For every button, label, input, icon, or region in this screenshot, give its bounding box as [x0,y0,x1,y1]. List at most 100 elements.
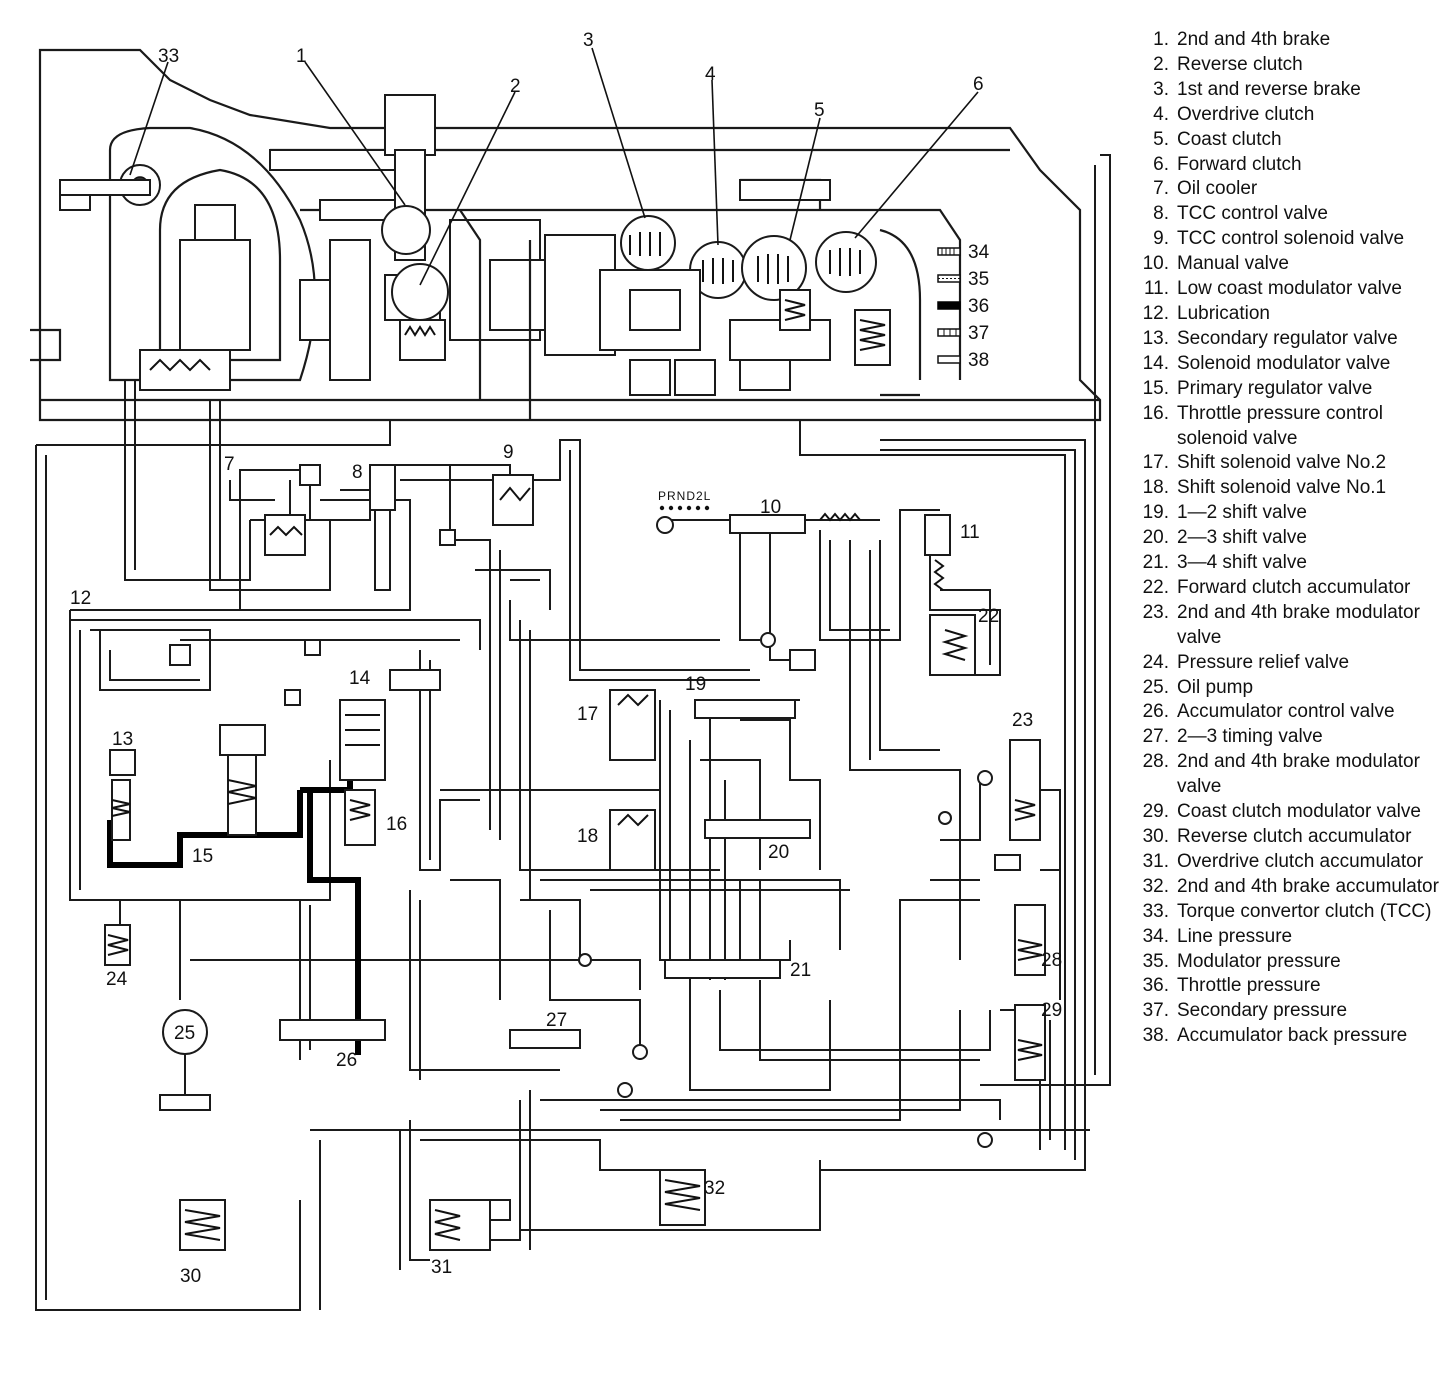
legend-number: 1. [1153,29,1169,50]
valves [104,464,1046,1251]
legend-item: 10.Manual valve [1125,252,1450,277]
legend-text: 2nd and 4th brake accumulator [1177,875,1439,897]
legend-item: 35.Modulator pressure [1125,950,1450,975]
legend-text: Throttle pressure control solenoid valve [1177,402,1383,449]
line-pressure-swatch [937,247,961,256]
callout-2: 2 [510,76,521,97]
legend-item: 16. Throttle pressure control solenoid va… [1125,402,1450,452]
component-callouts: 1 2 3 4 5 6 7 8 9 10 11 12 13 14 15 16 1… [70,30,1062,1287]
legend-item: 36.Throttle pressure [1125,974,1450,999]
legend-text: Torque convertor clutch (TCC) [1177,900,1432,922]
legend-number: 9. [1153,228,1169,250]
legend-number: 29. [1142,801,1169,823]
legend-item: 22. Forward clutch accumulator [1125,576,1450,601]
callout-25: 25 [174,1023,195,1044]
legend-text: Oil cooler [1177,178,1258,200]
callout-22: 22 [978,606,999,627]
legend-number: 21. [1142,552,1169,574]
legend-text: 3—4 shift valve [1177,552,1307,574]
manual-valve-positions: PRND2L [658,489,711,503]
legend-number: 33. [1142,900,1169,922]
legend-number: 6. [1153,153,1169,175]
legend-text: Lubrication [1177,302,1270,324]
modulator-pressure-swatch [937,274,961,283]
legend-item: 32.2nd and 4th brake accumulator [1125,875,1450,900]
legend-item: 27.2—3 timing valve [1125,725,1450,750]
legend-number: 34. [1142,925,1169,947]
key-35: 35 [968,269,989,290]
legend-text: 2—3 shift valve [1177,527,1307,549]
legend-item: 8.TCC control valve [1125,202,1450,227]
legend-number: 7. [1153,178,1169,200]
throttle-pressure-swatch [937,301,961,310]
legend-number: 22. [1142,576,1169,598]
legend-text: Reverse clutch accumulator [1177,826,1412,847]
callout-26: 26 [336,1050,357,1071]
legend-item: 17.Shift solenoid valve No.2 [1125,451,1450,476]
legend-number: 10. [1142,253,1169,275]
legend-number: 37. [1142,1000,1169,1022]
callout-24: 24 [106,969,128,990]
legend-text: Coast clutch [1177,128,1282,150]
hydraulic-lines [35,154,1111,1311]
callout-28: 28 [1041,950,1062,971]
callout-32: 32 [704,1178,725,1199]
legend-item: 33. Torque convertor clutch (TCC) [1125,900,1450,925]
leader-lines [129,47,979,286]
legend-text: Line pressure [1177,925,1293,947]
legend-number: 25. [1142,676,1169,698]
legend-number: 31. [1142,850,1169,872]
legend-number: 26. [1142,701,1169,723]
callout-14: 14 [349,668,371,689]
callout-33: 33 [158,46,179,67]
callout-17: 17 [577,704,598,725]
key-37: 37 [968,323,989,344]
callout-18: 18 [577,826,598,847]
legend-text: Forward clutch accumulator [1177,576,1411,598]
legend-text: Shift solenoid valve No.1 [1177,477,1387,499]
key-38: 38 [968,350,989,371]
legend-item: 38.Accumulator back pressure [1125,1024,1450,1049]
legend-item: 26.Accumulator control valve [1125,700,1450,725]
legend-text: 2nd and 4th brake modulator valve [1177,601,1420,648]
legend-number: 30. [1142,826,1169,847]
legend-item: 21. 3—4 shift valve [1125,551,1450,576]
legend-text: Secondary regulator valve [1177,327,1398,349]
pressure-key: 34 35 36 37 38 [937,242,990,371]
manual-valve-detents [659,505,710,511]
legend-text: Overdrive clutch [1177,103,1315,125]
legend-number: 3. [1153,78,1169,100]
legend-item: 13. Secondary regulator valve [1125,327,1450,352]
callout-6: 6 [973,74,984,95]
legend-number: 13. [1142,327,1169,349]
legend-number: 12. [1142,302,1169,324]
legend-text: Modulator pressure [1177,950,1341,972]
legend-item: 19. 1—2 shift valve [1125,501,1450,526]
legend-item: 3.1st and reverse brake [1125,78,1450,103]
callout-10: 10 [760,497,781,518]
legend-item: 14.Solenoid modulator valve [1125,352,1450,377]
legend-number: 18. [1142,477,1169,499]
legend-text: 1—2 shift valve [1177,502,1307,524]
legend-text: Coast clutch modulator valve [1177,801,1421,823]
callout-9: 9 [503,442,514,463]
legend-text: TCC control solenoid valve [1177,228,1405,250]
gear-train [299,209,922,420]
legend-number: 17. [1142,452,1169,474]
key-34: 34 [968,242,990,263]
legend-number: 36. [1142,975,1169,997]
callout-23: 23 [1012,710,1033,731]
callout-15: 15 [192,846,213,867]
legend-item: 29. Coast clutch modulator valve [1125,800,1450,825]
callout-13: 13 [112,729,133,750]
legend-number: 19. [1142,502,1169,524]
accumulator-back-pressure-swatch [937,355,961,364]
callout-29: 29 [1041,1000,1062,1021]
legend-item: 6.Forward clutch [1125,153,1450,178]
legend-item: 25.Oil pump [1125,676,1450,701]
legend-item: 5.Coast clutch [1125,128,1450,153]
callout-5: 5 [814,100,825,121]
legend-number: 16. [1142,402,1169,424]
legend-text: Low coast modulator valve [1177,278,1402,300]
